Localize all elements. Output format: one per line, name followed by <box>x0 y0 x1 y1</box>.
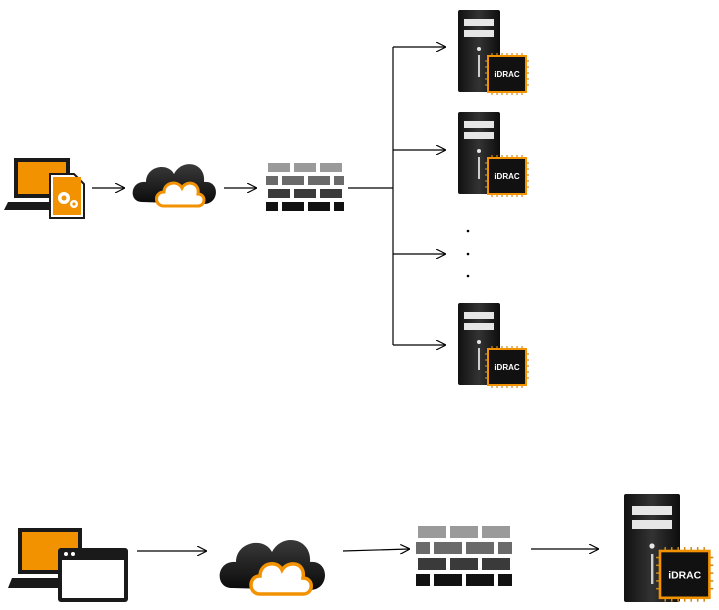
server-icon: iDRAC <box>624 494 713 602</box>
bottom-diagram: iDRAC <box>8 494 713 602</box>
idrac-chip-icon: iDRAC <box>485 346 529 388</box>
idrac-chip-icon: iDRAC <box>656 547 713 602</box>
top-diagram: iDRAC iDRAC iDRAC <box>4 10 529 388</box>
server-icon: iDRAC <box>458 303 529 388</box>
cloud-icon <box>220 540 325 594</box>
idrac-label: iDRAC <box>668 570 701 581</box>
server-icon: iDRAC <box>458 10 529 95</box>
cloud-icon <box>133 164 216 206</box>
idrac-label: iDRAC <box>494 70 520 79</box>
idrac-chip-icon: iDRAC <box>485 53 529 95</box>
browser-window-icon <box>58 548 128 602</box>
idrac-chip-icon: iDRAC <box>485 155 529 197</box>
fanout-connector <box>348 47 445 345</box>
firewall-icon <box>416 526 512 586</box>
ellipsis <box>467 230 470 278</box>
arrow-cloud-to-firewall <box>343 549 409 551</box>
firewall-icon <box>266 163 344 211</box>
server-icon: iDRAC <box>458 112 529 197</box>
idrac-label: iDRAC <box>494 363 520 372</box>
idrac-label: iDRAC <box>494 172 520 181</box>
settings-document-icon <box>50 174 84 218</box>
